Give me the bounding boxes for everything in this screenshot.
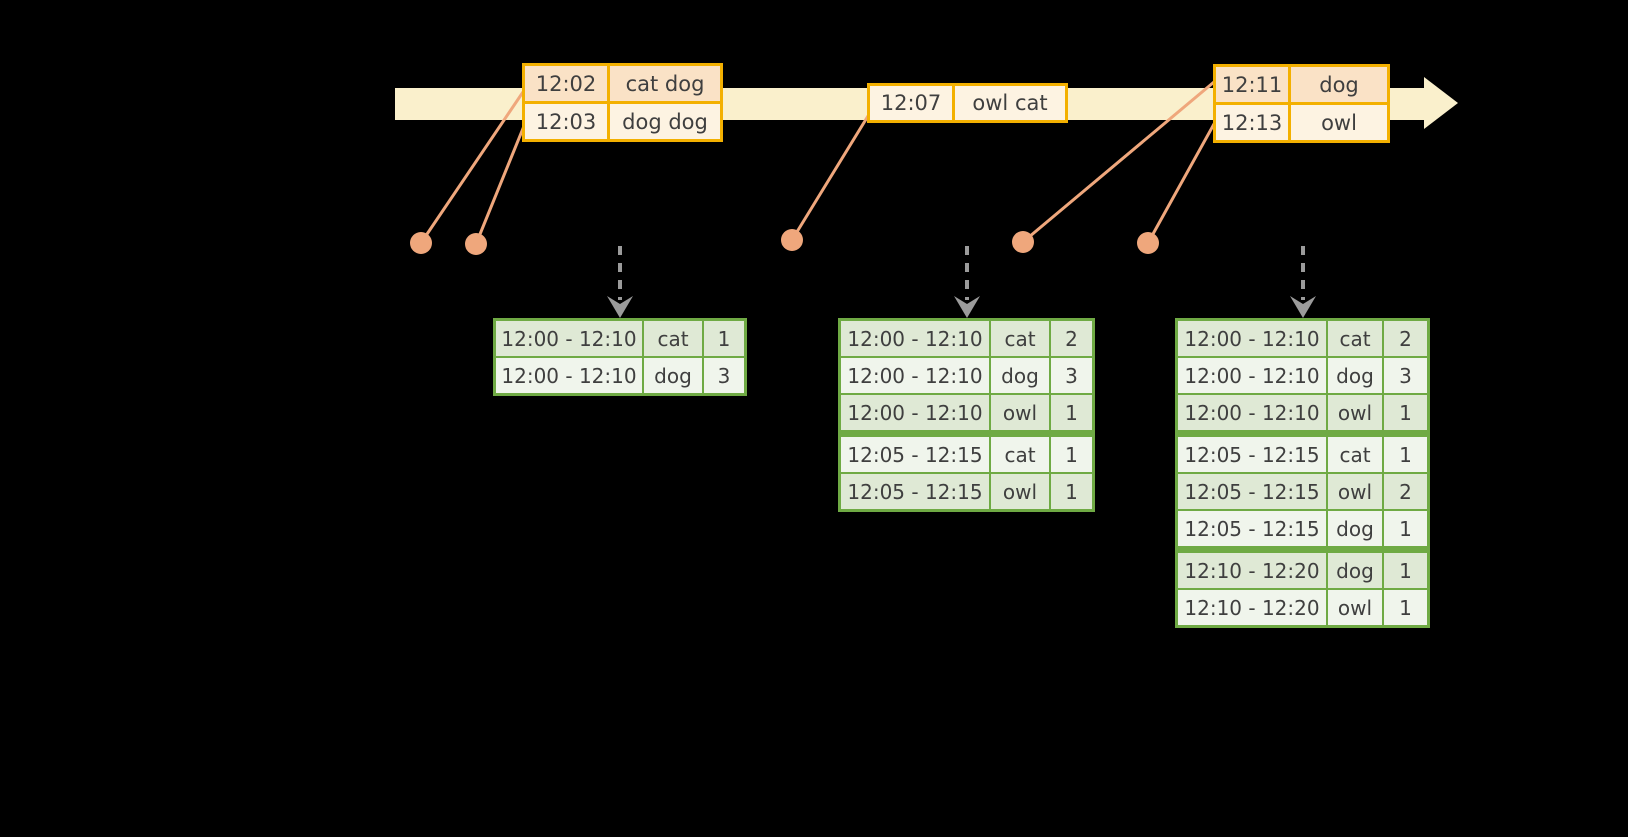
result-window-cell: 12:00 - 12:10 [841, 395, 989, 430]
event-connector-line [474, 124, 526, 246]
result-window-cell: 12:00 - 12:10 [496, 358, 642, 393]
result-word-cell: cat [644, 321, 702, 356]
result-word-cell: dog [991, 358, 1049, 393]
trigger-arrowhead-icon [1290, 296, 1316, 318]
event-time-cell: 12:03 [525, 104, 607, 139]
result-word-cell: owl [1328, 395, 1382, 430]
result-word-cell: cat [1328, 321, 1382, 356]
event-dot [781, 229, 803, 251]
event-words-cell: owl [1291, 105, 1387, 140]
result-word-cell: owl [991, 395, 1049, 430]
event-dot [410, 232, 432, 254]
result-window-cell: 12:05 - 12:15 [841, 474, 989, 509]
result-window-cell: 12:10 - 12:20 [1178, 553, 1326, 588]
result-window-cell: 12:00 - 12:10 [1178, 321, 1326, 356]
result-word-cell: dog [1328, 511, 1382, 546]
result-window-cell: 12:05 - 12:15 [1178, 511, 1326, 546]
event-words-cell: owl cat [955, 86, 1065, 120]
result-count-cell: 3 [704, 358, 744, 393]
result-word-cell: dog [1328, 358, 1382, 393]
result-window-cell: 12:00 - 12:10 [496, 321, 642, 356]
result-window-cell: 12:00 - 12:10 [841, 321, 989, 356]
result-count-cell: 1 [1051, 474, 1092, 509]
result-window-cell: 12:00 - 12:10 [841, 358, 989, 393]
time-axis-arrowhead-icon [1424, 77, 1458, 129]
result-word-cell: dog [1328, 553, 1382, 588]
event-words-cell: cat dog [610, 66, 720, 101]
event-words-cell: dog dog [610, 104, 720, 139]
result-word-cell: dog [644, 358, 702, 393]
event-dot [465, 233, 487, 255]
result-count-cell: 1 [1384, 553, 1427, 588]
trigger-arrowhead-icon [954, 296, 980, 318]
result-window-cell: 12:05 - 12:15 [1178, 474, 1326, 509]
result-window-cell: 12:00 - 12:10 [1178, 358, 1326, 393]
event-connector-line [790, 114, 870, 242]
event-words-cell: dog [1291, 67, 1387, 102]
result-count-cell: 3 [1051, 358, 1092, 393]
event-time-cell: 12:07 [870, 86, 952, 120]
result-count-cell: 1 [704, 321, 744, 356]
result-count-cell: 2 [1384, 321, 1427, 356]
result-word-cell: owl [1328, 590, 1382, 625]
event-time-cell: 12:13 [1216, 105, 1288, 140]
event-time-cell: 12:11 [1216, 67, 1288, 102]
result-window-cell: 12:05 - 12:15 [1178, 437, 1326, 472]
result-word-cell: owl [1328, 474, 1382, 509]
result-window-cell: 12:10 - 12:20 [1178, 590, 1326, 625]
event-dot [1012, 231, 1034, 253]
event-connector-line [1146, 122, 1216, 245]
result-count-cell: 1 [1051, 395, 1092, 430]
event-dot [1137, 232, 1159, 254]
result-word-cell: owl [991, 474, 1049, 509]
result-count-cell: 1 [1384, 395, 1427, 430]
result-window-cell: 12:05 - 12:15 [841, 437, 989, 472]
result-word-cell: cat [1328, 437, 1382, 472]
trigger-arrowhead-icon [607, 296, 633, 318]
result-count-cell: 1 [1384, 511, 1427, 546]
result-count-cell: 2 [1051, 321, 1092, 356]
result-window-cell: 12:00 - 12:10 [1178, 395, 1326, 430]
event-time-cell: 12:02 [525, 66, 607, 101]
result-count-cell: 1 [1051, 437, 1092, 472]
result-word-cell: cat [991, 321, 1049, 356]
result-count-cell: 2 [1384, 474, 1427, 509]
result-count-cell: 3 [1384, 358, 1427, 393]
result-count-cell: 1 [1384, 590, 1427, 625]
result-word-cell: cat [991, 437, 1049, 472]
result-count-cell: 1 [1384, 437, 1427, 472]
